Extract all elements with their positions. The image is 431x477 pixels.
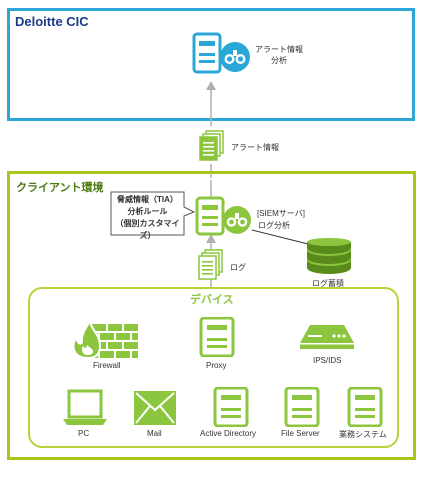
log-storage-label: ログ蓄積 — [312, 279, 344, 288]
ips-ids-icon — [298, 323, 356, 351]
log-document-icon — [198, 249, 224, 281]
device-label-ips-ids: IPS/IDS — [313, 356, 342, 365]
devices-title: デバイス — [190, 294, 234, 306]
devices-box — [28, 287, 399, 448]
firewall-icon — [70, 318, 140, 360]
mail-icon — [133, 390, 177, 426]
siem-line2: ログ分析 — [258, 221, 290, 230]
siem-label: [SIEMサーバ] ログ分析 — [257, 208, 305, 232]
siem-server-icon — [194, 196, 258, 238]
active-directory-server-icon — [213, 387, 249, 427]
laptop-icon — [62, 389, 108, 427]
cic-analysis-label-line1: アラート情報 — [255, 45, 303, 54]
client-box — [7, 171, 416, 460]
device-label-business-system: 業務システム — [339, 430, 387, 439]
device-label-active-directory: Active Directory — [200, 429, 257, 438]
tia-line2: 分析ルール — [127, 207, 168, 216]
file-server-icon — [284, 387, 320, 427]
device-label-mail: Mail — [147, 429, 162, 438]
cic-analysis-label-line2: 分析 — [271, 56, 287, 65]
tia-callout — [110, 191, 196, 237]
alert-analysis-icon — [191, 32, 259, 76]
proxy-server-icon — [199, 317, 235, 357]
tia-line3: （個別カスタマイズ） — [115, 219, 180, 240]
alert-label: アラート情報 — [231, 143, 279, 152]
business-system-server-icon — [347, 387, 383, 427]
alert-document-icon — [199, 130, 225, 162]
device-label-firewall: Firewall — [93, 361, 121, 370]
device-label-pc: PC — [78, 429, 90, 438]
tia-line1: 脅威情報（TIA） — [117, 195, 178, 204]
tia-text: 脅威情報（TIA） 分析ルール （個別カスタマイズ） — [111, 194, 184, 242]
siem-line1: [SIEMサーバ] — [257, 209, 305, 218]
device-label-proxy: Proxy — [206, 361, 227, 370]
client-title: クライアント環境 — [16, 182, 104, 194]
cic-analysis-label: アラート情報 分析 — [255, 44, 303, 66]
log-label: ログ — [230, 263, 246, 272]
log-storage-icon — [305, 238, 353, 276]
device-label-file-server: File Server — [281, 429, 320, 438]
cic-title: Deloitte CIC — [15, 14, 89, 29]
